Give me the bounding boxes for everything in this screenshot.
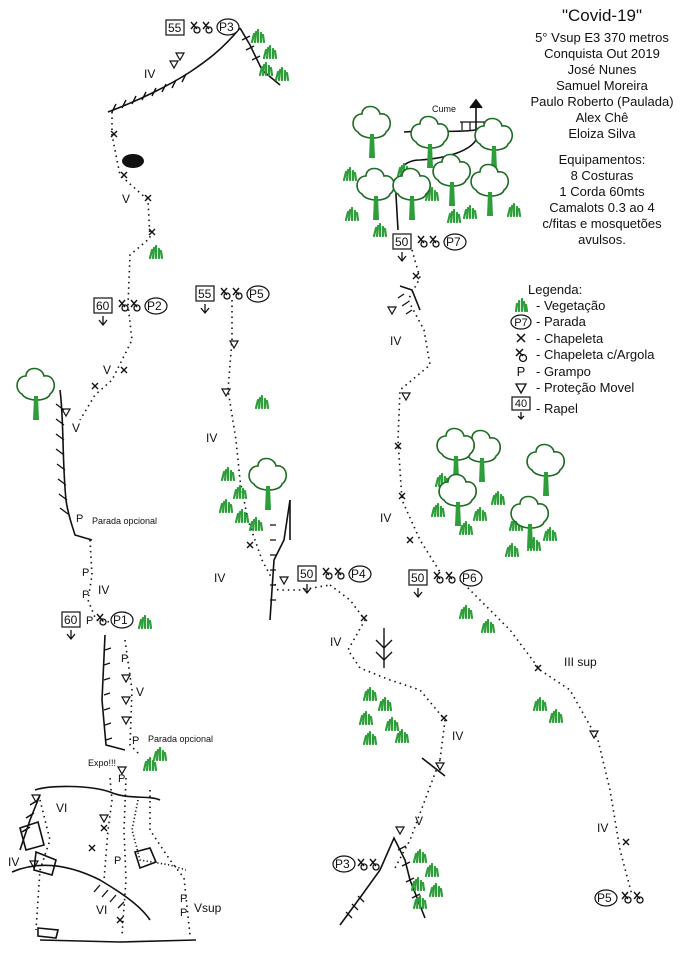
legend-title: Legenda: [528, 282, 583, 297]
svg-text:IV: IV [206, 431, 217, 445]
legend-item-belay: P7 - Parada [508, 314, 696, 331]
vegetation-patches [16, 28, 566, 910]
svg-text:IV: IV [98, 583, 109, 597]
legend-item-rappel: 40 - Rapel [508, 396, 696, 420]
legend-item-staple: P - Grampo [508, 363, 696, 380]
equipment-item: avulsos. [578, 232, 626, 247]
svg-text:P4: P4 [351, 567, 366, 581]
svg-text:40: 40 [515, 398, 527, 410]
grade-labels: IV V V V IV V VI IV VI Vsup IV IV IV IV … [8, 67, 608, 917]
equipment-title: Equipamentos: [558, 152, 646, 167]
summit-label: Cume [432, 104, 456, 114]
station-p5: 55 P5 [195, 285, 270, 315]
svg-text:IV: IV [144, 67, 155, 81]
svg-text:60: 60 [64, 613, 78, 627]
route-title: "Covid-19" [561, 6, 643, 25]
equipment-item: 1 Corda 60mts [559, 184, 645, 199]
svg-text:P6: P6 [462, 571, 477, 585]
belay-station-icon: P7 [508, 314, 534, 330]
svg-text:V: V [122, 192, 130, 206]
legend: Legenda: - Vegetação P7 - Parada - Chape… [508, 282, 696, 420]
equipment-item: Camalots 0.3 ao 4 [549, 200, 655, 215]
svg-text:P: P [82, 567, 89, 579]
bolt-ring-icon [508, 347, 534, 363]
vegetation-icon [508, 297, 534, 313]
route-middle-column [227, 300, 446, 926]
svg-text:P: P [86, 615, 93, 627]
svg-text:IV: IV [330, 635, 341, 649]
svg-text:50: 50 [411, 571, 425, 585]
svg-text:P: P [180, 893, 187, 905]
route-left-column [11, 27, 281, 943]
equipment-item: 8 Costuras [570, 168, 634, 183]
svg-text:IV: IV [390, 334, 401, 348]
svg-text:P3: P3 [219, 20, 234, 34]
svg-text:P2: P2 [147, 299, 162, 313]
station-p4: 50 P4 [297, 565, 372, 595]
station-p3-top: 55 P3 [165, 18, 240, 36]
svg-text:60: 60 [96, 299, 110, 313]
svg-text:V: V [72, 421, 80, 435]
svg-text:III sup: III sup [564, 655, 597, 669]
svg-text:P: P [180, 907, 187, 919]
svg-text:P7: P7 [446, 235, 461, 249]
svg-text:P5: P5 [597, 891, 612, 905]
svg-text:V: V [415, 814, 423, 828]
route-grade: 5° Vsup E3 370 metros [535, 30, 669, 45]
svg-text:P: P [121, 653, 128, 665]
svg-text:55: 55 [168, 21, 182, 35]
svg-text:P: P [82, 589, 89, 601]
legend-item-bolt: - Chapeleta [508, 330, 696, 347]
svg-text:P1: P1 [113, 613, 128, 627]
station-p1: 60 P P1 [61, 611, 134, 641]
note-optional-belay-2: Parada opcional [148, 734, 213, 744]
bolt-icon [508, 330, 534, 346]
legend-item-bolt-ring: - Chapeleta c/Argola [508, 347, 696, 364]
note-optional-belay-1: Parada opcional [92, 516, 157, 526]
station-p2: 60 P2 [93, 297, 168, 327]
svg-text:50: 50 [300, 567, 314, 581]
route-info: "Covid-19" 5° Vsup E3 370 metros Conquis… [512, 6, 692, 248]
staple-icon: P [516, 363, 526, 379]
svg-text:55: 55 [198, 287, 212, 301]
svg-text:P5: P5 [249, 287, 264, 301]
station-p7: 50 P7 [392, 233, 467, 263]
climber-name: Paulo Roberto (Paulada) [530, 94, 674, 109]
svg-text:Vsup: Vsup [194, 901, 222, 915]
climber-name: Alex Chê [575, 110, 629, 125]
climber-name: José Nunes [567, 62, 637, 77]
station-p6: 50 P6 [408, 569, 483, 599]
equipment-item: c/fitas e mosquetões [542, 216, 662, 231]
staple-markers: P P P P P P P P P [76, 513, 187, 919]
station-p3-bottom: P3 [332, 855, 380, 873]
svg-text:P: P [114, 855, 121, 867]
station-p5-bottom: P5 [594, 889, 644, 907]
svg-text:IV: IV [597, 821, 608, 835]
svg-text:IV: IV [8, 855, 19, 869]
svg-text:IV: IV [380, 511, 391, 525]
svg-text:P: P [132, 735, 139, 747]
svg-text:IV: IV [452, 729, 463, 743]
svg-text:VI: VI [56, 801, 67, 815]
svg-text:IV: IV [214, 571, 225, 585]
climber-name: Samuel Moreira [556, 78, 648, 93]
protection-icon [508, 380, 534, 396]
svg-text:VI: VI [96, 903, 107, 917]
legend-item-vegetation: - Vegetação [508, 297, 696, 314]
rappel-icon: 40 [508, 396, 534, 420]
svg-text:P: P [118, 773, 125, 785]
cave-hole [122, 154, 144, 168]
svg-text:V: V [103, 363, 111, 377]
svg-text:V: V [136, 685, 144, 699]
note-expo: Expo!!! [88, 758, 116, 768]
legend-item-protection: - Proteção Movel [508, 380, 696, 397]
route-conquest: Conquista Out 2019 [544, 46, 660, 61]
svg-text:P3: P3 [335, 857, 350, 871]
svg-text:P: P [76, 513, 83, 525]
svg-text:P7: P7 [514, 317, 527, 329]
svg-text:50: 50 [395, 235, 409, 249]
climber-name: Eloiza Silva [568, 126, 636, 141]
